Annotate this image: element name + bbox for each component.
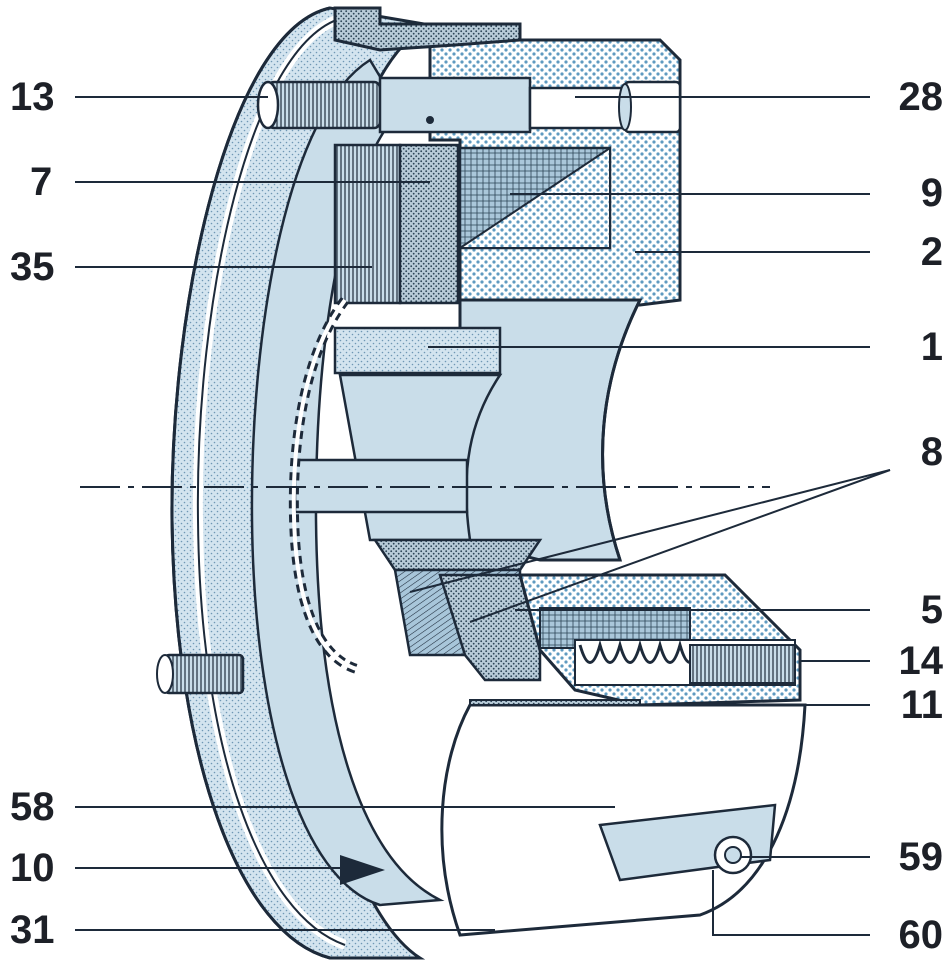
outer-ring bbox=[440, 699, 807, 937]
label-28: 28 bbox=[898, 75, 944, 119]
spline-ring bbox=[288, 297, 362, 675]
label-58: 58 bbox=[10, 785, 55, 829]
label-7: 7 bbox=[30, 160, 53, 204]
label-59: 59 bbox=[898, 835, 944, 879]
leader-8a bbox=[409, 469, 891, 593]
clamp bbox=[598, 803, 777, 882]
label-2: 2 bbox=[920, 230, 943, 274]
armature-disc bbox=[170, 6, 436, 960]
label-5: 5 bbox=[920, 588, 943, 632]
leader-lines bbox=[75, 96, 891, 936]
label-1: 1 bbox=[920, 325, 943, 369]
leader-8b bbox=[469, 469, 891, 623]
label-13: 13 bbox=[10, 75, 55, 119]
label-8: 8 bbox=[920, 430, 943, 474]
dot-7 bbox=[426, 116, 434, 124]
hub bbox=[293, 326, 503, 542]
disc-ring-face bbox=[250, 58, 445, 907]
top-flange bbox=[333, 6, 522, 52]
friction-lining bbox=[333, 143, 460, 305]
label-60: 60 bbox=[898, 913, 944, 957]
spring-housing bbox=[518, 573, 802, 707]
hub-housing bbox=[458, 298, 643, 562]
label-35: 35 bbox=[10, 245, 55, 289]
coil bbox=[456, 146, 612, 250]
rotation-arrow bbox=[340, 855, 385, 885]
leader-60 bbox=[712, 870, 870, 936]
label-10: 10 bbox=[10, 846, 55, 890]
label-14: 14 bbox=[898, 639, 944, 683]
label-9: 9 bbox=[920, 171, 943, 215]
label-11: 11 bbox=[900, 683, 943, 727]
stud bbox=[156, 653, 245, 695]
guide-pin bbox=[256, 76, 682, 134]
lower-plates bbox=[372, 538, 543, 682]
label-31: 31 bbox=[10, 908, 55, 952]
